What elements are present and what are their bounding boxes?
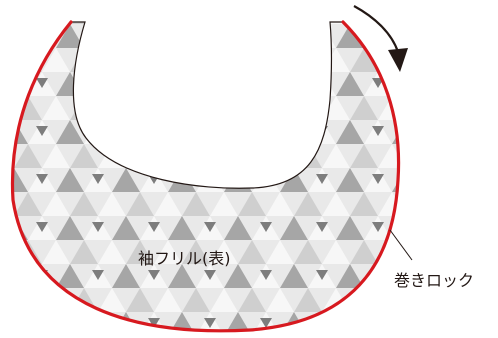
rolled-hem-edge bbox=[10, 20, 401, 333]
piece-name-label: 袖フリル(表) bbox=[138, 249, 231, 268]
curved-arrow-icon bbox=[353, 5, 408, 72]
leader-line bbox=[389, 229, 413, 261]
edge-finish-label: 巻きロック bbox=[394, 271, 474, 290]
